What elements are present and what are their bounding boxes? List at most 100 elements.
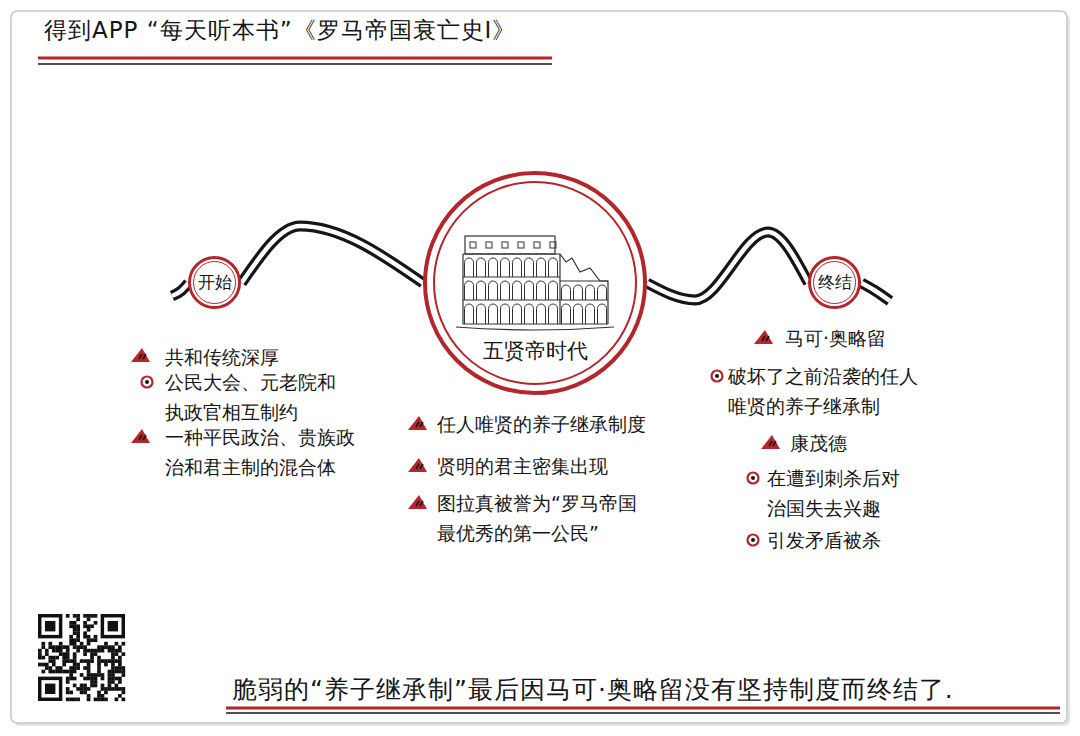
qr-module [104, 663, 108, 667]
qr-module [111, 652, 115, 656]
qr-module [122, 698, 126, 702]
qr-module [97, 673, 101, 677]
qr-module [108, 687, 112, 691]
qr-module [111, 670, 115, 674]
wall-line [560, 323, 608, 324]
qr-module [66, 680, 70, 684]
arch [562, 304, 571, 324]
circle-bullet [712, 371, 723, 382]
qr-module [48, 656, 52, 660]
qr-module [87, 694, 91, 698]
qr-module [80, 659, 84, 663]
qr-module [83, 666, 87, 670]
qr-module [87, 673, 91, 677]
qr-module [76, 687, 80, 691]
qr-module [66, 687, 70, 691]
qr-module [108, 680, 112, 684]
qr-module [80, 645, 84, 649]
qr-module [108, 649, 112, 653]
qr-module [122, 673, 126, 677]
qr-module [83, 614, 87, 618]
qr-module [104, 687, 108, 691]
qr-module [111, 673, 115, 677]
qr-module [52, 645, 56, 649]
qr-module [66, 677, 70, 681]
caption-underline [226, 712, 1060, 714]
arch [598, 285, 607, 300]
qr-module [115, 642, 119, 646]
qr-module [101, 659, 105, 663]
arch [465, 258, 474, 277]
triangle-bullet-shape [131, 429, 150, 443]
attic-window [518, 242, 524, 248]
qr-module [76, 635, 80, 639]
triangle-bullet [131, 429, 150, 443]
qr-module [59, 666, 63, 670]
qr-module [73, 645, 77, 649]
qr-ground [35, 611, 128, 704]
arch [489, 304, 498, 324]
arch [513, 281, 522, 300]
qr-module [73, 670, 77, 674]
qr-module [94, 673, 98, 677]
wall-line [559, 254, 560, 324]
qr-module [115, 666, 119, 670]
ground-line [456, 327, 614, 330]
qr-module [66, 670, 70, 674]
qr-module [90, 659, 94, 663]
qr-module [104, 642, 108, 646]
qr-module [90, 638, 94, 642]
qr-module [69, 635, 73, 639]
qr-module [76, 645, 80, 649]
wavy-connector [242, 226, 423, 283]
bullet-text: 康茂德 [790, 428, 910, 458]
qr-module [45, 649, 49, 653]
connector-inner [647, 232, 808, 300]
triangle-bullet-shape [408, 416, 427, 430]
qr-module [69, 642, 73, 646]
qr-module [87, 617, 91, 621]
triangle-bullet-mark [416, 464, 423, 469]
qr-module [111, 680, 115, 684]
qr-module [111, 677, 115, 681]
qr-module [48, 670, 52, 674]
arch [501, 258, 510, 277]
inner-ring [814, 262, 856, 304]
qr-module [111, 649, 115, 653]
qr-finder [40, 616, 61, 637]
arch [501, 281, 510, 300]
qr-module [118, 649, 122, 653]
wall-line [462, 254, 463, 324]
qr-module [97, 698, 101, 702]
qr-module [90, 614, 94, 618]
qr-module [87, 624, 91, 628]
line-stub [172, 283, 188, 296]
qr-module [52, 656, 56, 660]
qr-module [108, 645, 112, 649]
bullet-text: 图拉真被誉为“罗马帝国 最优秀的第一公民” [437, 488, 649, 548]
qr-module [87, 677, 91, 681]
qr-module [111, 656, 115, 660]
qr-module [101, 677, 105, 681]
circle-bullet [748, 473, 759, 484]
circle-bullet-dot [751, 538, 755, 542]
qr-module [80, 687, 84, 691]
arch [537, 258, 546, 277]
qr-module [87, 642, 91, 646]
arch [525, 304, 534, 324]
page-title: 得到APP “每天听本书”《罗马帝国衰亡史I》 [44, 14, 516, 46]
triangle-bullet-mark [769, 441, 776, 446]
qr-module [80, 691, 84, 695]
qr-module [118, 656, 122, 660]
qr-module [83, 691, 87, 695]
qr-module [59, 670, 63, 674]
connector-outer [242, 226, 423, 283]
qr-module [66, 659, 70, 663]
qr-module [73, 698, 77, 702]
qr-module [118, 670, 122, 674]
qr-module [73, 621, 77, 625]
arch [537, 304, 546, 324]
qr-module [66, 614, 70, 618]
qr-module [62, 656, 66, 660]
qr-module [104, 698, 108, 702]
